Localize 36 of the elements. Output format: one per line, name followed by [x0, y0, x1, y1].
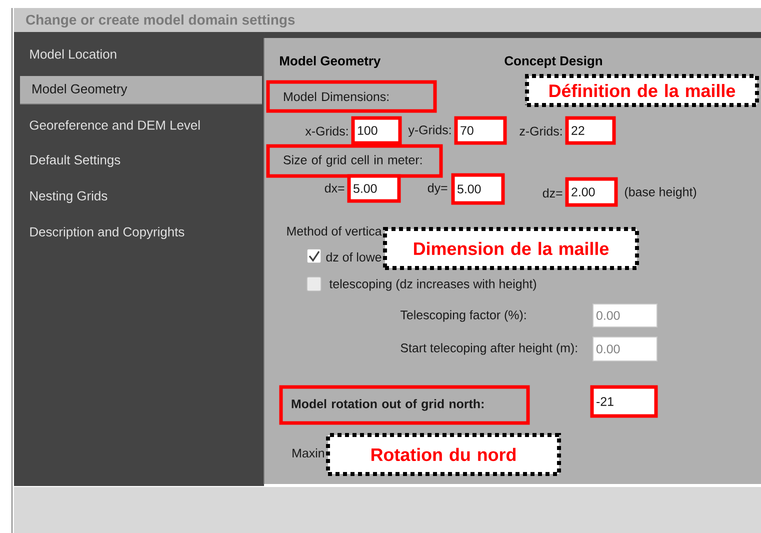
highlight-box: Model rotation out of grid north:: [279, 385, 530, 425]
field-label: y-Grids:: [408, 125, 451, 137]
input-field: 70: [454, 116, 507, 145]
input-field: -21: [590, 385, 658, 418]
annotation-box: Définition de la maille: [525, 74, 759, 107]
sidebar-item: Nesting Grids: [30, 190, 108, 204]
field-label: dx=: [324, 183, 344, 193]
checkbox-label: telescoping (dz increases with height): [329, 279, 536, 291]
input-field: 22: [565, 116, 616, 145]
input-field: 5.00: [451, 173, 505, 205]
input-field: 2.00: [565, 177, 618, 207]
field-label: dz=: [542, 188, 562, 198]
annotation-box: Dimension de la maille: [383, 226, 639, 270]
section-heading: Concept Design: [504, 56, 602, 68]
annotation-box: Rotation du nord: [326, 432, 561, 476]
sidebar-item: Description and Copyrights: [30, 226, 184, 240]
sidebar-item: Georeference and DEM Level: [30, 120, 200, 130]
title-bar: Change or create model domain settings: [14, 8, 761, 32]
sidebar-item: Model Location: [30, 49, 116, 59]
field-label: x-Grids:: [305, 126, 348, 136]
selected-tab: Model Geometry: [20, 76, 262, 104]
input-field: 0.00: [592, 336, 658, 362]
input-field: 100: [351, 116, 402, 145]
highlight-box: Model Dimensions:: [266, 80, 437, 113]
sidebar-item: Default Settings: [30, 154, 120, 168]
field-label: Start telecoping after height (m):: [400, 343, 577, 355]
field-label: Maxin: [292, 448, 324, 458]
input-field: 0.00: [592, 303, 658, 328]
section-label: Method of vertica: [287, 226, 382, 236]
field-label: (base height): [624, 187, 696, 199]
section-heading: Model Geometry: [280, 56, 381, 68]
field-label: z-Grids:: [520, 126, 562, 136]
field-label: Telescoping factor (%):: [400, 310, 526, 322]
highlight-box: Size of grid cell in meter:: [266, 144, 443, 178]
input-field: 5.00: [347, 174, 401, 203]
field-label: dy=: [428, 183, 448, 195]
